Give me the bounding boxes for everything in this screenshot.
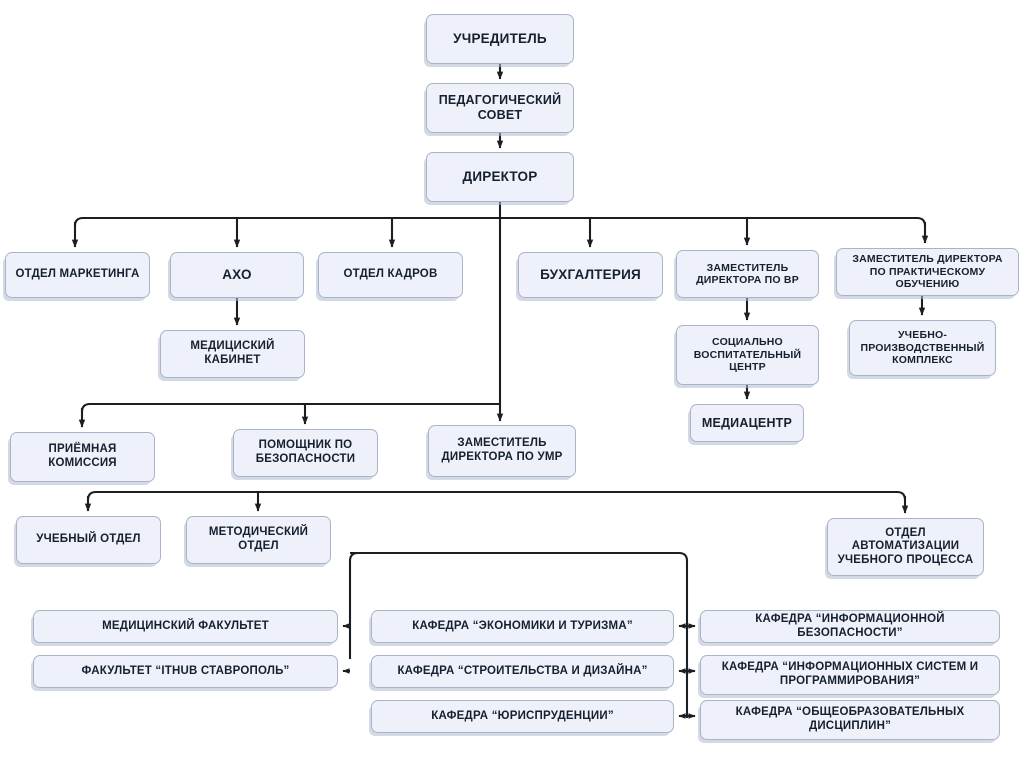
node-training-prod[interactable]: УЧЕБНО-ПРОИЗВОДСТВЕННЫЙ КОМПЛЕКС bbox=[849, 320, 996, 376]
bus-3 bbox=[86, 490, 907, 501]
node-fac-med[interactable]: МЕДИЦИНСКИЙ ФАКУЛЬТЕТ bbox=[33, 610, 338, 643]
node-aho[interactable]: АХО bbox=[170, 252, 304, 298]
bus-2 bbox=[80, 402, 500, 413]
node-founder[interactable]: УЧРЕДИТЕЛЬ bbox=[426, 14, 574, 64]
node-medcabinet[interactable]: МЕДИЦИСКИЙ КАБИНЕТ bbox=[160, 330, 305, 378]
node-deputy-pract[interactable]: ЗАМЕСТИТЕЛЬ ДИРЕКТОРА ПО ПРАКТИЧЕСКОМУ О… bbox=[836, 248, 1019, 296]
node-mediacenter[interactable]: МЕДИАЦЕНТР bbox=[690, 404, 804, 442]
bus-4-left-spine bbox=[348, 551, 359, 659]
node-automation[interactable]: ОТДЕЛ АВТОМАТИЗАЦИИ УЧЕБНОГО ПРОЦЕССА bbox=[827, 518, 984, 576]
node-marketing[interactable]: ОТДЕЛ МАРКЕТИНГА bbox=[5, 252, 150, 298]
node-social-center[interactable]: СОЦИАЛЬНО ВОСПИТАТЕЛЬНЫЙ ЦЕНТР bbox=[676, 325, 819, 385]
node-dep-econ[interactable]: КАФЕДРА “ЭКОНОМИКИ И ТУРИЗМА” bbox=[371, 610, 674, 643]
node-pedcouncil[interactable]: ПЕДАГОГИЧЕСКИЙ СОВЕТ bbox=[426, 83, 574, 133]
node-accounting[interactable]: БУХГАЛТЕРИЯ bbox=[518, 252, 663, 298]
bus-1 bbox=[73, 216, 927, 227]
node-dep-law[interactable]: КАФЕДРА “ЮРИСПРУДЕНЦИИ” bbox=[371, 700, 674, 733]
node-deputy-umr[interactable]: ЗАМЕСТИТЕЛЬ ДИРЕКТОРА ПО УМР bbox=[428, 425, 576, 477]
node-dep-infosec[interactable]: КАФЕДРА “ИНФОРМАЦИОННОЙ БЕЗОПАСНОСТИ” bbox=[700, 610, 1000, 643]
node-method-dept[interactable]: МЕТОДИЧЕСКИЙ ОТДЕЛ bbox=[186, 516, 331, 564]
node-admissions[interactable]: ПРИЁМНАЯ КОМИССИЯ bbox=[10, 432, 155, 482]
node-study-dept[interactable]: УЧЕБНЫЙ ОТДЕЛ bbox=[16, 516, 161, 564]
node-director[interactable]: ДИРЕКТОР bbox=[426, 152, 574, 202]
node-dep-general[interactable]: КАФЕДРА “ОБЩЕОБРАЗОВАТЕЛЬНЫХ ДИСЦИПЛИН” bbox=[700, 700, 1000, 740]
node-fac-ithub[interactable]: ФАКУЛЬТЕТ “ITHUB СТАВРОПОЛЬ” bbox=[33, 655, 338, 688]
node-dep-is-prog[interactable]: КАФЕДРА “ИНФОРМАЦИОННЫХ СИСТЕМ И ПРОГРАМ… bbox=[700, 655, 1000, 695]
node-deputy-vr[interactable]: ЗАМЕСТИТЕЛЬ ДИРЕКТОРА ПО ВР bbox=[676, 250, 819, 298]
node-hr[interactable]: ОТДЕЛ КАДРОВ bbox=[318, 252, 463, 298]
node-dep-build[interactable]: КАФЕДРА “СТРОИТЕЛЬСТВА И ДИЗАЙНА” bbox=[371, 655, 674, 688]
node-security[interactable]: ПОМОЩНИК ПО БЕЗОПАСНОСТИ bbox=[233, 429, 378, 477]
